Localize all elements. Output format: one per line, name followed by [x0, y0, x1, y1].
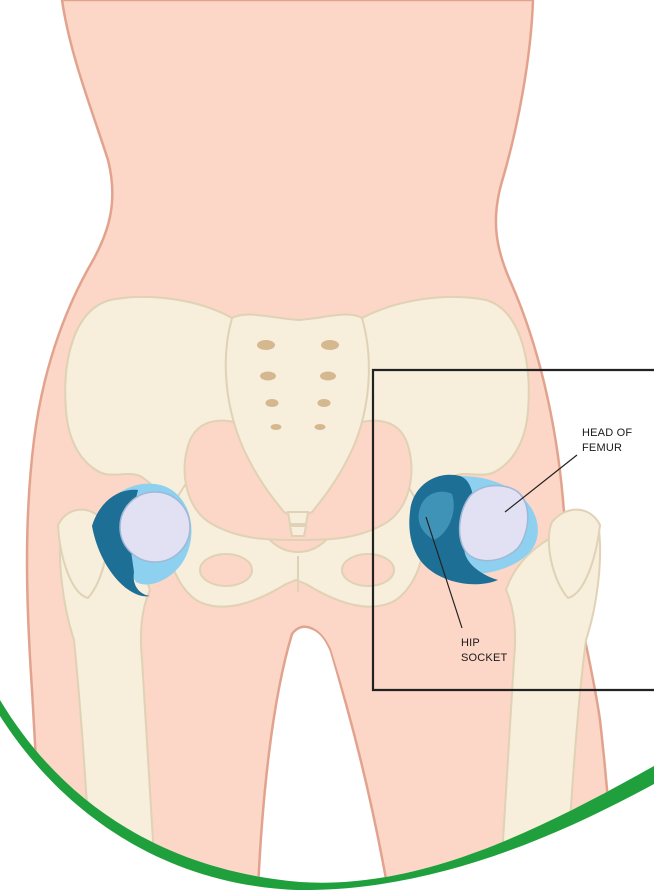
- sacral-foramen: [315, 424, 326, 430]
- head-of-femur-label-line2: FEMUR: [582, 442, 622, 454]
- hip-socket-label-line1: HIP: [461, 637, 480, 649]
- left-femoral-head: [120, 492, 190, 562]
- sacral-foramen: [318, 399, 331, 407]
- sacral-foramen: [320, 372, 336, 381]
- coccyx: [288, 512, 308, 536]
- right-obturator-foramen: [342, 554, 394, 586]
- head-of-femur-label-line1: HEAD OF: [582, 427, 632, 439]
- sacral-foramen: [260, 372, 276, 381]
- sacral-foramen: [271, 424, 282, 430]
- sacral-foramen: [257, 340, 275, 350]
- hip-socket-label-line2: SOCKET: [461, 652, 508, 664]
- sacral-foramen: [266, 399, 279, 407]
- right-femoral-head: [460, 486, 528, 561]
- sacral-foramen: [321, 340, 339, 350]
- left-obturator-foramen: [200, 554, 252, 586]
